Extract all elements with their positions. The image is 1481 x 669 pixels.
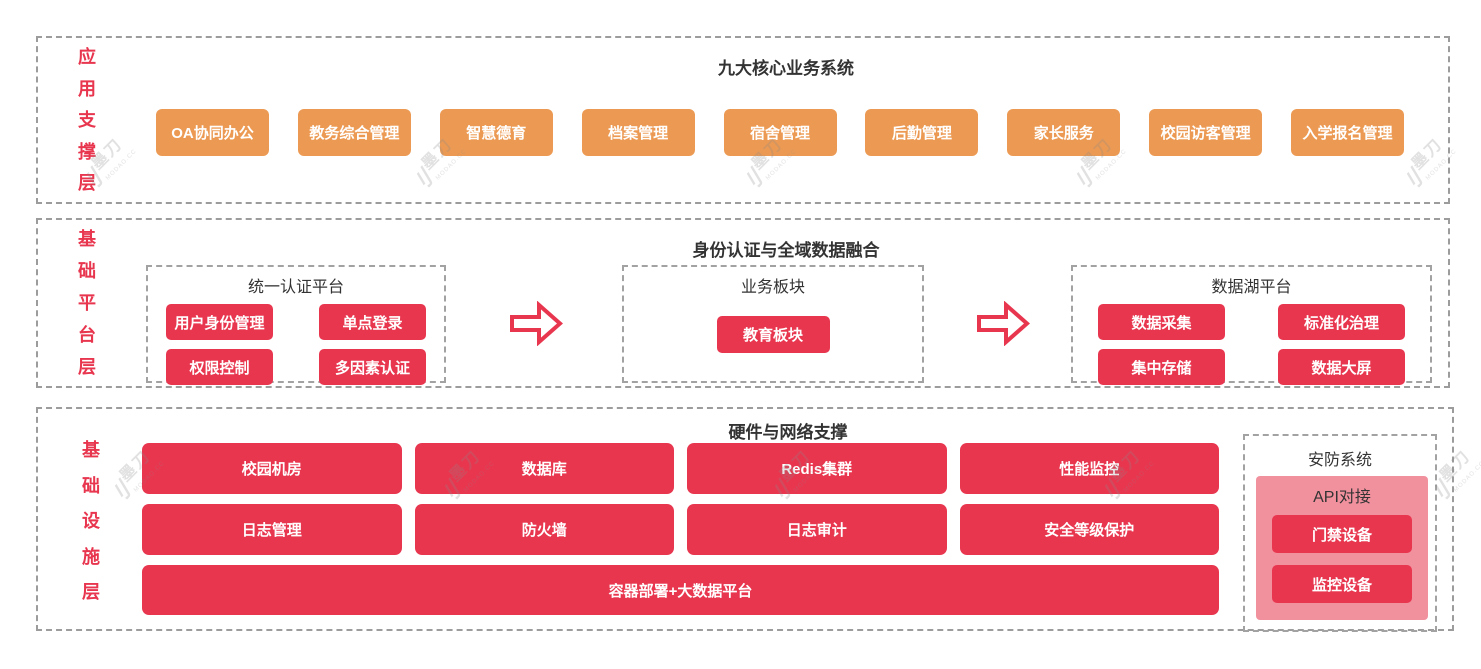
layer-label-char: 层	[78, 357, 96, 377]
infra-button-log-audit[interactable]: 日志审计	[687, 504, 947, 555]
system-button-enrollment[interactable]: 入学报名管理	[1291, 109, 1404, 156]
api-integration-label: API对接	[1313, 489, 1371, 506]
infra-button-performance-monitoring[interactable]: 性能监控	[959, 443, 1219, 494]
unified-auth-platform-group: 统一认证平台 用户身份管理 单点登录 权限控制 多因素认证	[146, 265, 446, 385]
layer-label-char: 台	[78, 325, 96, 345]
layer-label-char: 础	[82, 475, 100, 496]
layer-label-char: 础	[78, 261, 96, 281]
layer-label-char: 用	[78, 78, 96, 99]
data-lake-platform-group: 数据湖平台 数据采集 标准化治理 集中存储 数据大屏	[1071, 265, 1432, 385]
application-layer-label: 应 用 支 撑 层	[76, 48, 98, 192]
auth-button-permission-control[interactable]: 权限控制	[166, 349, 273, 385]
platform-layer-label: 基 础 平 台 层	[76, 230, 98, 376]
data-lake-grid: 数据采集 标准化治理 集中存储 数据大屏	[1098, 304, 1405, 385]
business-button-education[interactable]: 教育板块	[716, 316, 830, 353]
system-button-campus-visitor[interactable]: 校园访客管理	[1149, 109, 1263, 156]
system-button-moral-education[interactable]: 智慧德育	[439, 109, 553, 156]
application-support-layer: 应 用 支 撑 层 九大核心业务系统 OA协同办公 教务综合管理 智慧德育 档案…	[36, 36, 1450, 204]
security-button-monitoring-device[interactable]: 监控设备	[1272, 565, 1412, 603]
system-button-parent-service[interactable]: 家长服务	[1007, 109, 1121, 156]
identity-data-fusion-title: 身份认证与全域数据融合	[692, 241, 880, 260]
infra-button-container-bigdata-platform[interactable]: 容器部署+大数据平台	[142, 565, 1219, 615]
hardware-network-title: 硬件与网络支撑	[728, 423, 848, 442]
layer-label-char: 应	[78, 47, 96, 67]
data-lake-platform-title: 数据湖平台	[1211, 279, 1292, 296]
infra-button-campus-server-room[interactable]: 校园机房	[142, 443, 402, 494]
system-button-oa[interactable]: OA协同办公	[156, 109, 269, 156]
core-systems-title: 九大核心业务系统	[718, 59, 854, 78]
system-button-academic-affairs[interactable]: 教务综合管理	[297, 109, 411, 156]
security-system-title: 安防系统	[1307, 452, 1372, 469]
infra-button-log-management[interactable]: 日志管理	[142, 504, 402, 555]
infra-button-redis-cluster[interactable]: Redis集群	[687, 443, 947, 494]
layer-label-char: 撑	[78, 141, 96, 162]
datalake-button-collection[interactable]: 数据采集	[1098, 304, 1225, 340]
infrastructure-grid: 校园机房 数据库 Redis集群 性能监控 日志管理 防火墙 日志审计 安全等级…	[142, 443, 1219, 555]
api-integration-panel: API对接 门禁设备 监控设备	[1256, 476, 1428, 620]
flow-arrow-right-icon	[510, 301, 563, 346]
system-button-logistics[interactable]: 后勤管理	[865, 109, 979, 156]
unified-auth-grid: 用户身份管理 单点登录 权限控制 多因素认证	[166, 304, 426, 385]
infra-button-security-level-protection[interactable]: 安全等级保护	[959, 504, 1219, 555]
layer-label-char: 基	[78, 229, 96, 249]
datalake-button-data-screen[interactable]: 数据大屏	[1278, 349, 1405, 385]
layer-label-char: 支	[78, 110, 96, 130]
infrastructure-layer-label: 基 础 设 施 层	[80, 441, 102, 601]
auth-button-sso[interactable]: 单点登录	[319, 304, 426, 340]
auth-button-user-identity[interactable]: 用户身份管理	[166, 304, 273, 340]
layer-label-char: 层	[82, 582, 100, 602]
auth-button-mfa[interactable]: 多因素认证	[319, 349, 426, 385]
system-button-dormitory[interactable]: 宿舍管理	[723, 109, 837, 156]
business-section-title: 业务板块	[740, 279, 805, 296]
layer-label-char: 基	[82, 440, 100, 460]
business-section-group: 业务板块 教育板块	[622, 265, 924, 383]
infrastructure-layer: 基 础 设 施 层 硬件与网络支撑 校园机房 数据库 Redis集群 性能监控 …	[36, 407, 1454, 632]
infra-button-firewall[interactable]: 防火墙	[414, 504, 674, 555]
datalake-button-central-storage[interactable]: 集中存储	[1098, 349, 1225, 385]
base-platform-layer: 基 础 平 台 层 身份认证与全域数据融合 统一认证平台 用户身份管理 单点登录…	[36, 218, 1450, 388]
watermark-domain: MODAO.CC	[1452, 460, 1481, 494]
system-button-archives[interactable]: 档案管理	[581, 109, 695, 156]
layer-label-char: 平	[78, 293, 96, 313]
core-systems-row: OA协同办公 教务综合管理 智慧德育 档案管理 宿舍管理 后勤管理 家长服务 校…	[156, 109, 1404, 156]
unified-auth-platform-title: 统一认证平台	[247, 279, 344, 296]
flow-arrow-right-icon	[977, 301, 1030, 346]
security-system-group: 安防系统 API对接 门禁设备 监控设备	[1243, 434, 1437, 632]
layer-label-char: 层	[78, 173, 96, 193]
layer-label-char: 设	[82, 511, 100, 531]
security-button-access-control-device[interactable]: 门禁设备	[1272, 515, 1412, 553]
datalake-button-standardization[interactable]: 标准化治理	[1278, 304, 1405, 340]
infra-button-database[interactable]: 数据库	[414, 443, 674, 494]
layer-label-char: 施	[82, 546, 100, 567]
